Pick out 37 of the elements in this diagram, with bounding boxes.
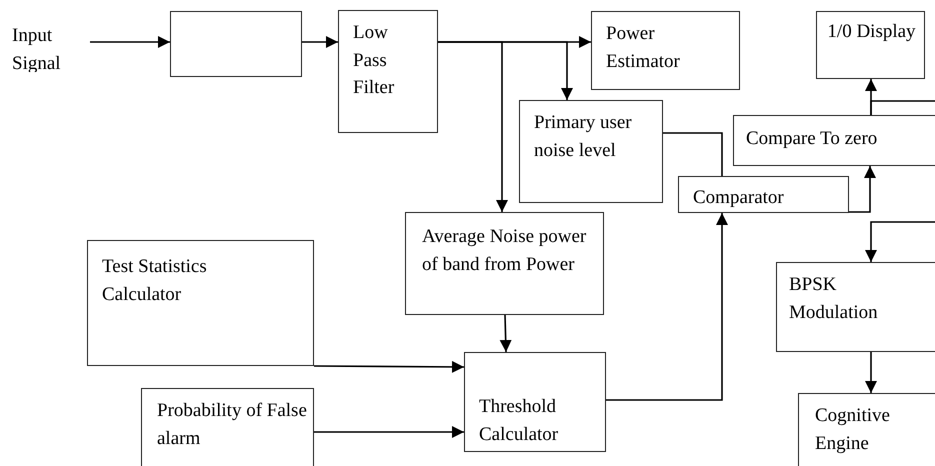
arrow: [314, 360, 464, 373]
process-box: [141, 388, 314, 466]
box-label: Test Statistics Calculator: [102, 255, 208, 307]
connector-line: [663, 132, 723, 176]
process-box: [678, 176, 849, 213]
arrow: [90, 36, 170, 48]
process-box: [170, 11, 302, 77]
box-label: Compare To zero: [746, 127, 878, 151]
box-label: BPSK Modulation: [789, 273, 879, 325]
arrow: [314, 426, 464, 438]
arrow: [438, 41, 508, 212]
process-box: [733, 115, 935, 166]
process-box: [798, 393, 935, 466]
arrow: [606, 213, 728, 401]
box-label: Cognitive Engine: [815, 404, 891, 456]
box-label: Comparator: [693, 186, 785, 210]
arrow: [865, 352, 877, 393]
process-box: [338, 10, 438, 133]
process-box: [464, 352, 606, 452]
process-box: [87, 240, 314, 366]
box-label: Primary user noise level: [534, 111, 633, 163]
box-label: Average Noise power of band from Power: [422, 225, 588, 277]
box-label: Threshold Calculator: [479, 395, 560, 447]
process-box: [776, 262, 935, 352]
process-box: [405, 212, 604, 315]
process-box: [816, 11, 925, 79]
box-label: Power Estimator: [606, 22, 681, 74]
box-label: Probability of False alarm: [157, 399, 307, 451]
box-label: 1/0 Display: [826, 20, 917, 44]
arrow: [500, 314, 512, 352]
connector-line: [870, 100, 935, 115]
process-box: [519, 100, 663, 203]
arrow: [849, 166, 876, 213]
arrow: [865, 221, 935, 262]
box-label: Low Pass Filter: [353, 21, 396, 100]
arrow: [302, 36, 338, 48]
process-box: [591, 11, 740, 90]
